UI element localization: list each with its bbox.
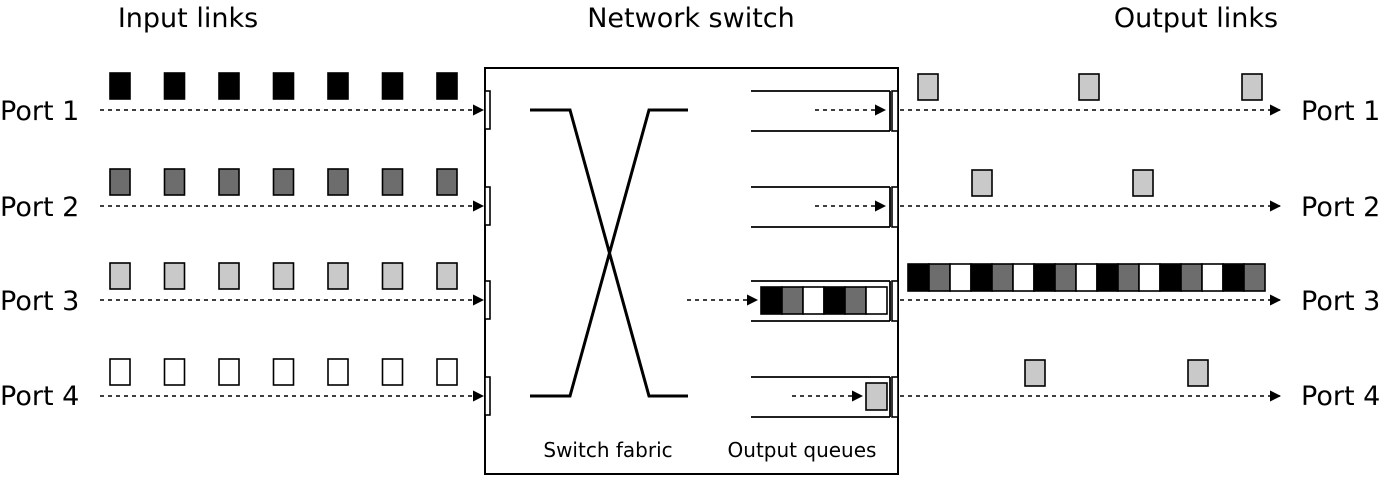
- output-packet: [1012, 263, 1035, 292]
- input-packet: [327, 72, 349, 100]
- output-packet: [1159, 263, 1182, 292]
- input-packet: [218, 168, 240, 196]
- input-packet: [272, 358, 295, 386]
- input-links-heading: Input links: [118, 3, 258, 34]
- output-packet: [971, 169, 993, 197]
- output-packet: [928, 263, 951, 292]
- output-packet: [991, 263, 1014, 292]
- network-switch-heading: Network switch: [587, 3, 795, 34]
- output-port-2-label: Port 2: [1301, 192, 1380, 223]
- output-packet: [1078, 73, 1100, 101]
- input-port-2-label: Port 2: [0, 192, 79, 223]
- input-packet: [109, 72, 131, 100]
- output-packet: [949, 263, 972, 292]
- input-packet: [163, 72, 186, 100]
- input-packet: [381, 168, 404, 196]
- output-packet: [1075, 263, 1098, 292]
- input-packet: [327, 262, 349, 290]
- output-port-1-label: Port 1: [1301, 96, 1380, 127]
- output-packet: [1222, 263, 1245, 292]
- output-links-heading: Output links: [1114, 3, 1278, 34]
- output-packet: [1187, 359, 1209, 387]
- input-packet: [272, 168, 295, 196]
- input-packet: [436, 262, 458, 290]
- input-packet: [381, 262, 404, 290]
- input-packet: [436, 168, 458, 196]
- input-packet: [381, 358, 404, 386]
- input-packet: [163, 262, 186, 290]
- output-queues-caption: Output queues: [728, 438, 877, 462]
- output-port-3-label: Port 3: [1301, 286, 1380, 317]
- output-packet: [1243, 263, 1266, 292]
- input-packet: [218, 358, 240, 386]
- input-packet: [272, 72, 295, 100]
- output-packet: [1096, 263, 1119, 292]
- output-packet: [1138, 263, 1161, 292]
- output-port-bracket-4: [891, 376, 899, 418]
- output-packet: [1024, 359, 1046, 387]
- output-packet: [970, 263, 993, 292]
- input-port-3-label: Port 3: [0, 286, 79, 317]
- output-port-bracket-3: [891, 280, 899, 322]
- queued-packet: [823, 286, 846, 315]
- switch-fabric-caption: Switch fabric: [543, 438, 672, 462]
- packet-layer: [100, 72, 1282, 418]
- input-packet: [272, 262, 295, 290]
- input-port-bracket-3: [484, 280, 491, 320]
- queued-packet: [865, 286, 888, 315]
- input-packet: [218, 72, 240, 100]
- input-packet: [218, 262, 240, 290]
- input-packet: [436, 358, 458, 386]
- output-port-bracket-1: [891, 90, 899, 132]
- output-packet: [1117, 263, 1140, 292]
- output-packet: [1033, 263, 1056, 292]
- output-packet: [1241, 73, 1263, 101]
- queued-packet: [802, 286, 825, 315]
- queued-packet: [865, 382, 888, 411]
- input-packet: [327, 168, 349, 196]
- output-packet: [1054, 263, 1077, 292]
- output-packet: [1201, 263, 1224, 292]
- queued-packet: [781, 286, 804, 315]
- input-port-bracket-1: [484, 90, 491, 130]
- input-packet: [163, 358, 186, 386]
- switch-box: [484, 67, 899, 475]
- output-packet: [1132, 169, 1154, 197]
- output-packet: [907, 263, 930, 292]
- fabric-line-port4-to-port1: [530, 108, 688, 398]
- output-packet: [917, 73, 939, 101]
- output-port-bracket-2: [891, 186, 899, 228]
- input-port-4-label: Port 4: [0, 381, 79, 412]
- input-port-1-label: Port 1: [0, 96, 79, 127]
- output-packet: [1180, 263, 1203, 292]
- input-port-bracket-2: [484, 186, 491, 226]
- input-packet: [109, 168, 131, 196]
- output-port-4-label: Port 4: [1301, 381, 1380, 412]
- input-packet: [436, 72, 458, 100]
- queued-packet: [844, 286, 867, 315]
- input-packet: [381, 72, 404, 100]
- input-packet: [327, 358, 349, 386]
- input-packet: [109, 358, 131, 386]
- input-packet: [163, 168, 186, 196]
- queued-packet: [760, 286, 783, 315]
- input-packet: [109, 262, 131, 290]
- input-port-bracket-4: [484, 376, 491, 416]
